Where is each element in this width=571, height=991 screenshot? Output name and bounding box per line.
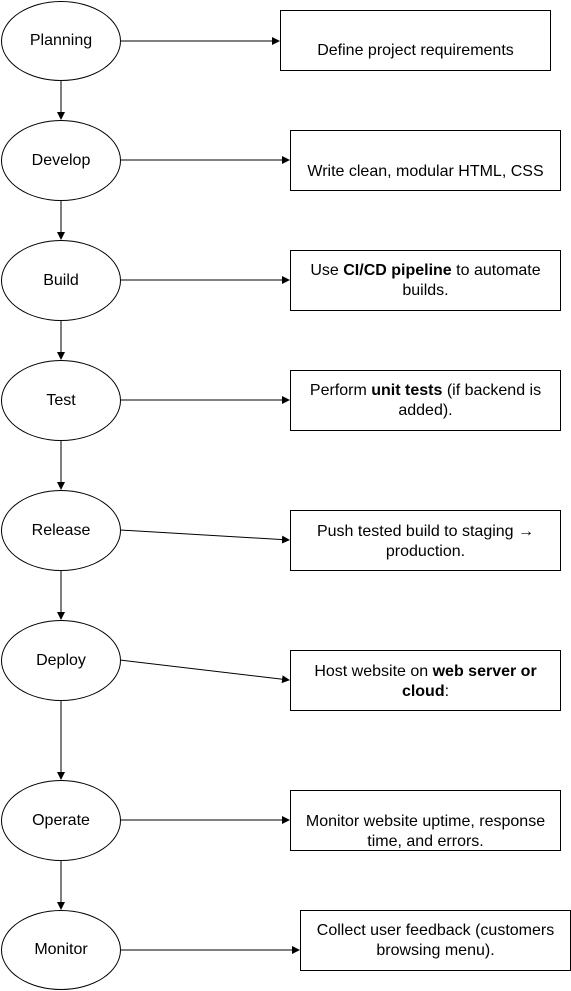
stage-label: Develop bbox=[31, 151, 91, 169]
note-release[interactable]: Push tested build to staging → productio… bbox=[290, 510, 561, 571]
note-text: Host website on web server or cloud: bbox=[314, 662, 537, 700]
stage-label: Planning bbox=[29, 32, 93, 49]
note-text: Push tested build to staging → productio… bbox=[316, 522, 535, 560]
stage-label: Release bbox=[31, 521, 91, 539]
note-text: Collect user feedback (customers browsin… bbox=[316, 921, 555, 959]
connector-deploy-to-note bbox=[119, 659, 290, 684]
note-build[interactable]: Use CI/CD pipeline to automate builds. bbox=[290, 250, 561, 311]
stage-label: Monitor bbox=[34, 941, 88, 958]
note-text: Use CI/CD pipeline to automate builds. bbox=[310, 261, 541, 299]
note-planning[interactable]: Define project requirements bbox=[280, 10, 551, 71]
note-text: Define project requirements bbox=[317, 41, 514, 59]
stage-label: Test bbox=[46, 391, 76, 409]
stage-label: Build bbox=[43, 271, 79, 289]
stage-test[interactable]: Test bbox=[1, 360, 121, 441]
note-deploy[interactable]: Host website on web server or cloud: bbox=[290, 650, 561, 711]
stage-label: Operate bbox=[32, 811, 90, 829]
note-text: Perform unit tests (if backend is added)… bbox=[309, 381, 542, 419]
note-operate[interactable]: Monitor website uptime, response time, a… bbox=[290, 790, 561, 851]
stage-build[interactable]: Build bbox=[1, 240, 121, 321]
note-monitor[interactable]: Collect user feedback (customers browsin… bbox=[300, 910, 571, 971]
stage-develop[interactable]: Develop bbox=[1, 120, 121, 201]
stage-planning[interactable]: Planning bbox=[1, 1, 121, 81]
connector-release-to-note bbox=[119, 529, 290, 544]
stage-label: Deploy bbox=[36, 651, 86, 669]
stage-monitor[interactable]: Monitor bbox=[1, 910, 121, 990]
note-develop[interactable]: Write clean, modular HTML, CSS bbox=[290, 130, 561, 191]
stage-operate[interactable]: Operate bbox=[1, 780, 121, 861]
stage-deploy[interactable]: Deploy bbox=[1, 620, 121, 701]
stage-release[interactable]: Release bbox=[1, 490, 121, 571]
note-text: Write clean, modular HTML, CSS bbox=[307, 162, 544, 180]
note-text: Monitor website uptime, response time, a… bbox=[305, 812, 546, 850]
note-test[interactable]: Perform unit tests (if backend is added)… bbox=[290, 370, 561, 431]
